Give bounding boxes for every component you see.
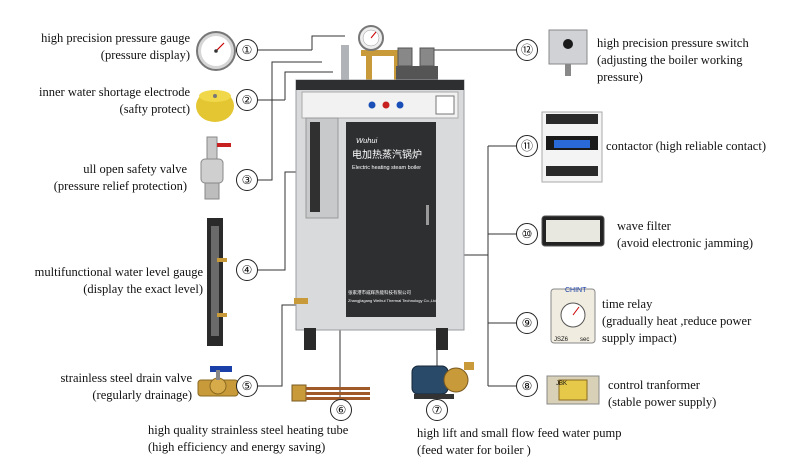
label-title: control tranformer	[608, 378, 700, 392]
label-feed-pump: high lift and small flow feed water pump…	[417, 425, 621, 459]
boiler-image	[294, 25, 465, 350]
callout-number-5: ⑤	[236, 375, 258, 397]
contactor-image	[541, 111, 603, 183]
time-relay-image	[550, 288, 596, 344]
boiler-brand: Wuhui	[356, 136, 378, 145]
leader-line-1b	[311, 35, 345, 50]
label-wave-filter: wave filter (avoid electronic jamming)	[617, 218, 753, 252]
leader-line-4	[258, 171, 304, 271]
label-note: (regularly drainage)	[92, 388, 192, 402]
transformer-image	[546, 375, 600, 405]
boiler-maker-en: Zhangjiagang Weihui Thermal Technology C…	[348, 298, 437, 303]
relay-brand: CHINT	[565, 287, 587, 294]
label-title: time relay	[602, 297, 653, 311]
boiler-maker-cn: 张家港市威辉热能科技有限公司	[348, 291, 411, 296]
callout-number-7: ⑦	[426, 399, 448, 421]
label-note: (display the exact level)	[83, 282, 203, 296]
pressure-gauge-image	[196, 31, 236, 71]
callout-number-11: ⑪	[516, 135, 538, 157]
label-title: high lift and small flow feed water pump	[417, 426, 622, 440]
drain-valve-image	[197, 366, 239, 397]
label-note: (safty protect)	[119, 102, 190, 116]
label-heating-tube: high quality strainless steel heating tu…	[148, 422, 348, 456]
callout-number-6: ⑥	[330, 399, 352, 421]
callout-number-4: ④	[236, 259, 258, 281]
feed-pump-image	[411, 362, 474, 399]
relay-unit: sec	[580, 337, 590, 343]
label-title: contactor (high reliable contact)	[606, 139, 766, 153]
label-contactor: contactor (high reliable contact)	[606, 138, 766, 155]
label-title: inner water shortage electrode	[39, 85, 190, 99]
pressure-switch-image	[548, 29, 588, 76]
water-level-gauge-image	[207, 218, 227, 346]
callout-number-3: ③	[236, 169, 258, 191]
label-safety-valve: ull open safety valve (pressure relief p…	[54, 161, 187, 195]
label-transformer: control tranformer (stable power supply)	[608, 377, 716, 411]
label-note: (feed water for boiler )	[417, 443, 531, 457]
leader-line-3	[258, 61, 322, 181]
callout-number-2: ②	[236, 89, 258, 111]
transformer-label: JBK	[556, 381, 568, 387]
label-note: (gradually heat ,reduce power	[602, 314, 752, 328]
wave-filter-image	[541, 215, 605, 247]
boiler-cn-title: 电加热蒸汽锅炉	[352, 150, 422, 161]
label-title: multifunctional water level gauge	[34, 265, 203, 279]
boiler-en-title: Electric heating steam boiler	[352, 165, 422, 171]
callout-number-12: ⑫	[516, 39, 538, 61]
heating-tube-image	[291, 384, 370, 402]
label-title: high precision pressure switch	[597, 36, 749, 50]
label-note-2: supply impact)	[602, 331, 677, 345]
label-water-level-gauge: multifunctional water level gauge (displ…	[35, 264, 203, 298]
leader-line-2b	[284, 71, 333, 100]
label-time-relay: time relay (gradually heat ,reduce power…	[602, 296, 751, 347]
label-note: (avoid electronic jamming)	[617, 236, 754, 250]
label-note: (pressure relief protection)	[53, 179, 187, 193]
label-water-electrode: inner water shortage electrode (safty pr…	[39, 84, 190, 118]
callout-number-10: ⑩	[516, 223, 538, 245]
relay-model: JSZ6	[554, 337, 569, 343]
label-pressure-switch: high precision pressure switch (adjustin…	[597, 35, 749, 86]
label-note: (stable power supply)	[608, 395, 717, 409]
label-note: (high efficiency and energy saving)	[148, 440, 326, 454]
safety-valve-image	[200, 136, 231, 200]
callout-number-9: ⑨	[516, 312, 538, 334]
label-title: ull open safety valve	[83, 162, 187, 176]
label-note: (pressure display)	[100, 48, 190, 62]
label-note: (adjusting the boiler working	[597, 53, 743, 67]
label-title: strainless steel drain valve	[60, 371, 192, 385]
callout-number-8: ⑧	[516, 375, 538, 397]
label-pressure-gauge: high precision pressure gauge (pressure …	[41, 30, 190, 64]
label-title: high quality strainless steel heating tu…	[148, 423, 349, 437]
callout-number-1: ①	[236, 39, 258, 61]
water-electrode-image	[196, 90, 234, 122]
leader-line-5	[258, 304, 298, 387]
label-title: high precision pressure gauge	[41, 31, 190, 45]
label-drain-valve: strainless steel drain valve (regularly …	[60, 370, 192, 404]
label-note-2: pressure)	[597, 70, 643, 84]
label-title: wave filter	[617, 219, 671, 233]
